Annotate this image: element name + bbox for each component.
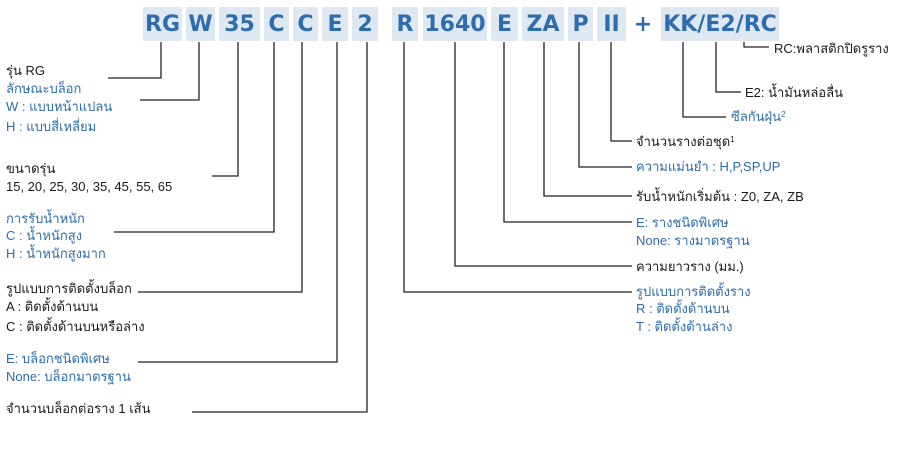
code-rail-special: E bbox=[491, 7, 518, 41]
code-size: 35 bbox=[219, 7, 260, 41]
label-size-values: 15, 20, 25, 30, 35, 45, 55, 65 bbox=[6, 179, 173, 194]
leader-size bbox=[212, 42, 239, 177]
leader-preload bbox=[543, 42, 632, 197]
leader-load bbox=[114, 42, 275, 233]
code-rail-length: 1640 bbox=[423, 7, 487, 41]
code-block-special: E bbox=[322, 7, 348, 41]
leader-rail-cap bbox=[743, 42, 769, 48]
leader-block-mount bbox=[138, 42, 303, 293]
label-accuracy: ความแม่นยำ : H,P,SP,UP bbox=[636, 159, 781, 174]
label-load-c: C : น้ำหนักสูง bbox=[6, 228, 83, 243]
label-load-title: การรับน้ำหนัก bbox=[6, 211, 85, 226]
dust-seal-footnote: 2 bbox=[781, 110, 786, 119]
leader-rail-special bbox=[503, 42, 632, 223]
leader-accuracy bbox=[578, 42, 632, 168]
leader-lubricator bbox=[715, 42, 741, 93]
label-rail-cap: RC:พลาสติกปิดรูราง bbox=[774, 41, 889, 56]
label-rail-length: ความยาวราง (มม.) bbox=[636, 259, 744, 274]
label-block-mount-title: รูปแบบการติดตั้งบล็อก bbox=[6, 281, 132, 296]
label-block-mount-a: A : ติดตั้งด้านบน bbox=[6, 299, 99, 314]
code-load: C bbox=[264, 7, 289, 41]
code-accessories: KK/E2/RC bbox=[661, 7, 779, 41]
leader-dust-seal bbox=[682, 42, 726, 118]
label-block-type-h: H : แบบสี่เหลี่ยม bbox=[6, 119, 97, 134]
leader-block-special bbox=[138, 42, 338, 363]
code-block-type: W bbox=[186, 7, 215, 41]
leader-series bbox=[108, 42, 162, 79]
label-block-mount-c: C : ติดตั้งด้านบนหรือล่าง bbox=[6, 319, 145, 334]
label-size-title: ขนาดรุ่น bbox=[6, 161, 56, 176]
leader-block-type bbox=[140, 42, 200, 101]
code-accuracy: P bbox=[568, 7, 593, 41]
leader-rails-per-set bbox=[610, 42, 632, 142]
code-rail-mount: R bbox=[392, 7, 418, 41]
code-block-mount: C bbox=[293, 7, 318, 41]
label-rail-mount-t: T : ติดตั้งด้านล่าง bbox=[636, 319, 733, 334]
code-blocks-per-rail: 2 bbox=[352, 7, 378, 41]
rails-per-set-footnote: 1 bbox=[730, 135, 735, 144]
label-lubricator: E2: น้ำมันหล่อลื่น bbox=[745, 85, 843, 100]
leader-blocks-per-rail bbox=[192, 42, 368, 413]
leader-rail-length bbox=[454, 42, 632, 267]
label-series: รุ่น RG bbox=[6, 63, 45, 78]
label-block-type-title: ลักษณะบล็อก bbox=[6, 81, 82, 96]
label-rails-per-set: จำนวนรางต่อชุด1 bbox=[636, 134, 735, 149]
label-rail-standard: None: รางมาตรฐาน bbox=[636, 233, 750, 248]
label-dust-seal: ซีลกันฝุ่น2 bbox=[731, 109, 786, 124]
label-rail-mount-title: รูปแบบการติดตั้งราง bbox=[636, 284, 751, 299]
code-rails-per-set: II bbox=[597, 7, 626, 41]
label-block-special: E: บล็อกชนิดพิเศษ bbox=[6, 351, 110, 366]
label-rail-special: E: รางชนิดพิเศษ bbox=[636, 215, 729, 230]
label-load-h: H : น้ำหนักสูงมาก bbox=[6, 246, 106, 261]
label-block-standard: None: บล็อกมาตรฐาน bbox=[6, 369, 131, 384]
label-block-type-w: W : แบบหน้าแปลน bbox=[6, 99, 113, 114]
label-rail-mount-r: R : ติดตั้งด้านบน bbox=[636, 301, 730, 316]
label-blocks-per-rail: จำนวนบล็อกต่อราง 1 เส้น bbox=[6, 401, 151, 416]
label-preload: รับน้ำหนักเริ่มต้น : Z0, ZA, ZB bbox=[636, 189, 804, 204]
model-code-bar: RG W 35 C C E 2 R 1640 E ZA P II + KK/E2… bbox=[0, 0, 900, 45]
code-plus-sign: + bbox=[633, 11, 653, 37]
leader-rail-mount bbox=[403, 42, 632, 293]
code-preload: ZA bbox=[522, 7, 564, 41]
code-series: RG bbox=[143, 7, 182, 41]
